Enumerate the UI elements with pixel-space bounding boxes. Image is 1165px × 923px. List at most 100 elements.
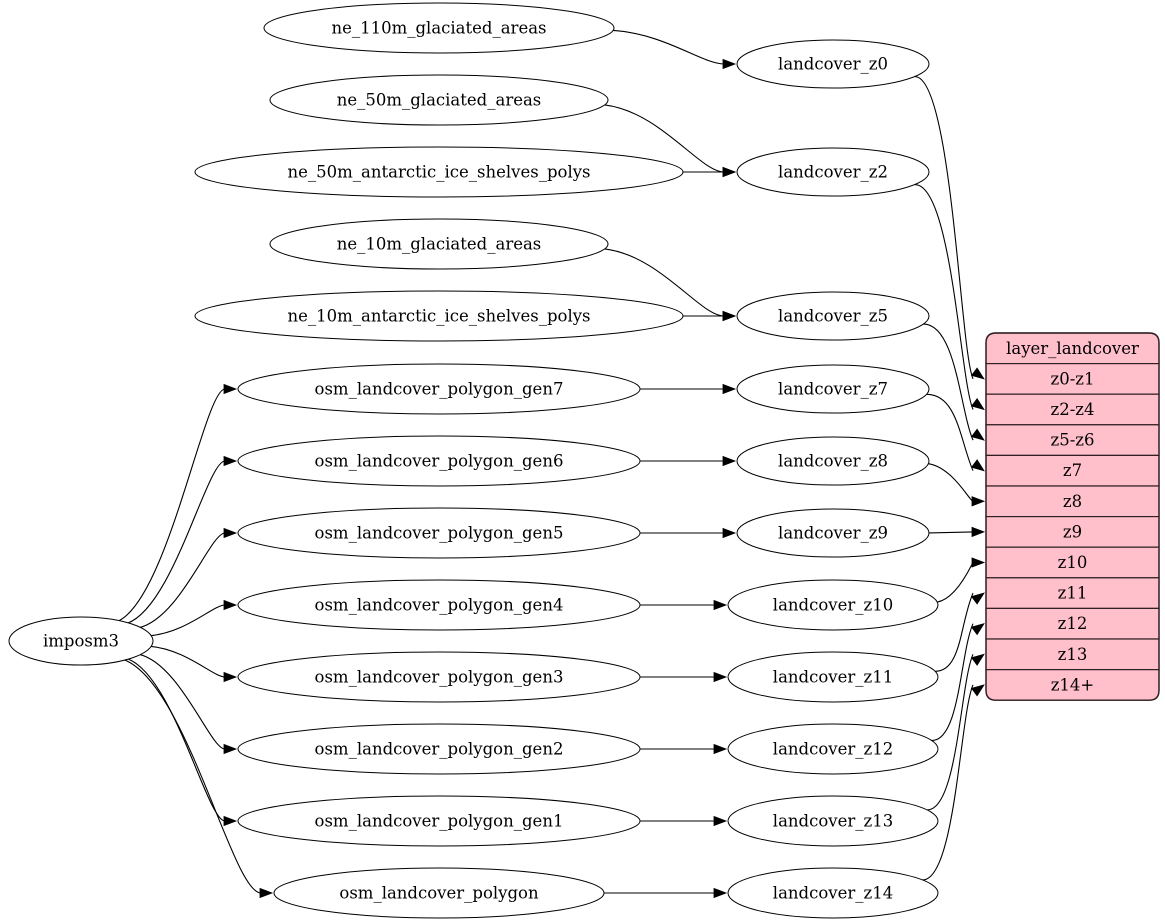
node-shape-osm_landcover_polygon_gen4 xyxy=(237,579,641,631)
node-shape-imposm3 xyxy=(8,616,154,666)
node-shape-landcover_z0 xyxy=(736,39,930,89)
edge-imposm3-to-osm_landcover_polygon_gen6 xyxy=(126,460,226,624)
layer-table-row-label-z7: z7 xyxy=(1063,461,1082,480)
node-osm_landcover_polygon_gen4[interactable]: osm_landcover_polygon_gen4 xyxy=(237,579,641,631)
node-label-landcover_z5: landcover_z5 xyxy=(778,307,888,326)
edge-landcover_z7-to-z7 xyxy=(926,393,974,471)
node-osm_landcover_polygon[interactable]: osm_landcover_polygon xyxy=(273,867,605,919)
layer-table-row-label-z8: z8 xyxy=(1063,492,1082,511)
node-osm_landcover_polygon_gen7[interactable]: osm_landcover_polygon_gen7 xyxy=(237,363,641,415)
node-osm_landcover_polygon_gen5[interactable]: osm_landcover_polygon_gen5 xyxy=(237,507,641,559)
node-shape-osm_landcover_polygon_gen5 xyxy=(237,507,641,559)
node-shape-landcover_z5 xyxy=(736,291,930,341)
node-landcover_z10[interactable]: landcover_z10 xyxy=(727,579,939,631)
node-label-landcover_z12: landcover_z12 xyxy=(773,740,893,759)
layer-table-row-label-z14+: z14+ xyxy=(1051,675,1095,694)
node-label-osm_landcover_polygon_gen5: osm_landcover_polygon_gen5 xyxy=(315,524,564,543)
edge-arrowhead xyxy=(223,743,238,755)
node-label-landcover_z10: landcover_z10 xyxy=(773,596,893,615)
edge-arrowhead xyxy=(970,428,985,441)
node-ne_110m_glaciated_areas[interactable]: ne_110m_glaciated_areas xyxy=(263,2,615,54)
layer-table-row-label-z13: z13 xyxy=(1058,645,1088,664)
layer-table-row-label-z0-z1: z0-z1 xyxy=(1051,369,1095,388)
node-label-landcover_z11: landcover_z11 xyxy=(773,668,893,687)
node-label-landcover_z14: landcover_z14 xyxy=(773,884,893,903)
node-label-osm_landcover_polygon_gen4: osm_landcover_polygon_gen4 xyxy=(315,596,564,615)
node-osm_landcover_polygon_gen2[interactable]: osm_landcover_polygon_gen2 xyxy=(237,723,641,775)
node-label-ne_110m_glaciated_areas: ne_110m_glaciated_areas xyxy=(331,19,546,38)
edge-arrowhead xyxy=(223,815,238,827)
layer-table-row-z12[interactable] xyxy=(985,607,1160,640)
edge-landcover_z10-to-z10 xyxy=(937,561,974,603)
edge-arrowhead xyxy=(713,743,728,755)
edges-layer xyxy=(117,29,986,899)
node-landcover_z8[interactable]: landcover_z8 xyxy=(736,436,930,486)
layer-table-row-label-z12: z12 xyxy=(1058,614,1088,633)
node-landcover_z2[interactable]: landcover_z2 xyxy=(736,147,930,197)
edge-arrowhead xyxy=(971,557,986,568)
edge-arrowhead xyxy=(970,397,985,411)
edge-imposm3-to-osm_landcover_polygon_gen4 xyxy=(149,604,226,637)
layer-table-row-label-z11: z11 xyxy=(1058,584,1088,603)
edge-arrowhead xyxy=(223,455,238,467)
node-shape-osm_landcover_polygon_gen6 xyxy=(237,435,641,487)
node-shape-landcover_z8 xyxy=(736,436,930,486)
node-landcover_z14[interactable]: landcover_z14 xyxy=(727,867,939,919)
node-ne_10m_glaciated_areas[interactable]: ne_10m_glaciated_areas xyxy=(269,218,609,270)
layer-table-row-z10[interactable] xyxy=(985,546,1160,579)
edge-ne_110m_glaciated_areas-to-landcover_z0 xyxy=(613,29,725,65)
node-shape-landcover_z13 xyxy=(727,795,939,847)
edge-arrowhead xyxy=(722,455,737,467)
edge-arrowhead xyxy=(223,383,238,395)
node-ne_50m_antarctic_ice_shelves_polys[interactable]: ne_50m_antarctic_ice_shelves_polys xyxy=(194,146,684,198)
layer-table-header-label: layer_landcover xyxy=(1006,339,1139,358)
edge-landcover_z11-to-z11 xyxy=(935,592,974,672)
edge-arrowhead xyxy=(970,459,985,472)
node-shape-landcover_z12 xyxy=(727,723,939,775)
layer-table-row-label-z2-z4: z2-z4 xyxy=(1051,400,1095,419)
node-landcover_z13[interactable]: landcover_z13 xyxy=(727,795,939,847)
node-shape-landcover_z11 xyxy=(727,651,939,703)
node-label-landcover_z0: landcover_z0 xyxy=(778,55,888,74)
node-label-landcover_z7: landcover_z7 xyxy=(778,380,888,399)
node-landcover_z0[interactable]: landcover_z0 xyxy=(736,39,930,89)
edge-arrowhead xyxy=(713,815,728,827)
edge-landcover_z12-to-z12 xyxy=(931,623,974,742)
edge-imposm3-to-osm_landcover_polygon_gen2 xyxy=(138,653,226,750)
edge-landcover_z9-to-z9 xyxy=(928,531,974,534)
edge-imposm3-to-osm_landcover_polygon_gen5 xyxy=(138,532,226,629)
node-shape-osm_landcover_polygon_gen7 xyxy=(237,363,641,415)
node-osm_landcover_polygon_gen3[interactable]: osm_landcover_polygon_gen3 xyxy=(237,651,641,703)
node-osm_landcover_polygon_gen1[interactable]: osm_landcover_polygon_gen1 xyxy=(237,795,641,847)
node-shape-ne_50m_glaciated_areas xyxy=(269,74,609,126)
edge-imposm3-to-osm_landcover_polygon_gen7 xyxy=(117,388,226,622)
node-landcover_z9[interactable]: landcover_z9 xyxy=(736,508,930,558)
edge-arrowhead xyxy=(722,166,737,178)
layer-table-row-z11[interactable] xyxy=(985,577,1160,609)
layer-table-row-label-z9: z9 xyxy=(1063,522,1082,541)
edge-arrowhead xyxy=(713,887,728,899)
node-landcover_z12[interactable]: landcover_z12 xyxy=(727,723,939,775)
node-landcover_z7[interactable]: landcover_z7 xyxy=(736,364,930,414)
edge-arrowhead xyxy=(970,623,985,636)
node-landcover_z5[interactable]: landcover_z5 xyxy=(736,291,930,341)
node-ne_50m_glaciated_areas[interactable]: ne_50m_glaciated_areas xyxy=(269,74,609,126)
node-label-osm_landcover_polygon_gen6: osm_landcover_polygon_gen6 xyxy=(315,452,564,471)
edge-arrowhead xyxy=(971,496,986,507)
node-osm_landcover_polygon_gen6[interactable]: osm_landcover_polygon_gen6 xyxy=(237,435,641,487)
node-shape-osm_landcover_polygon_gen1 xyxy=(237,795,641,847)
layer-landcover-table: layer_landcoverz0-z1z2-z4z5-z6z7z8z9z10z… xyxy=(985,332,1160,701)
node-shape-landcover_z7 xyxy=(736,364,930,414)
layer-table-row-label-z10: z10 xyxy=(1058,553,1088,572)
node-landcover_z11[interactable]: landcover_z11 xyxy=(727,651,939,703)
node-shape-ne_10m_antarctic_ice_shelves_polys xyxy=(194,290,684,342)
edge-arrowhead xyxy=(223,599,238,611)
node-ne_10m_antarctic_ice_shelves_polys[interactable]: ne_10m_antarctic_ice_shelves_polys xyxy=(194,290,684,342)
edge-arrowhead xyxy=(223,671,238,683)
node-label-osm_landcover_polygon_gen1: osm_landcover_polygon_gen1 xyxy=(315,812,564,831)
node-label-ne_10m_antarctic_ice_shelves_polys: ne_10m_antarctic_ice_shelves_polys xyxy=(287,307,590,326)
node-imposm3[interactable]: imposm3 xyxy=(8,616,154,666)
node-label-ne_50m_antarctic_ice_shelves_polys: ne_50m_antarctic_ice_shelves_polys xyxy=(287,163,590,182)
